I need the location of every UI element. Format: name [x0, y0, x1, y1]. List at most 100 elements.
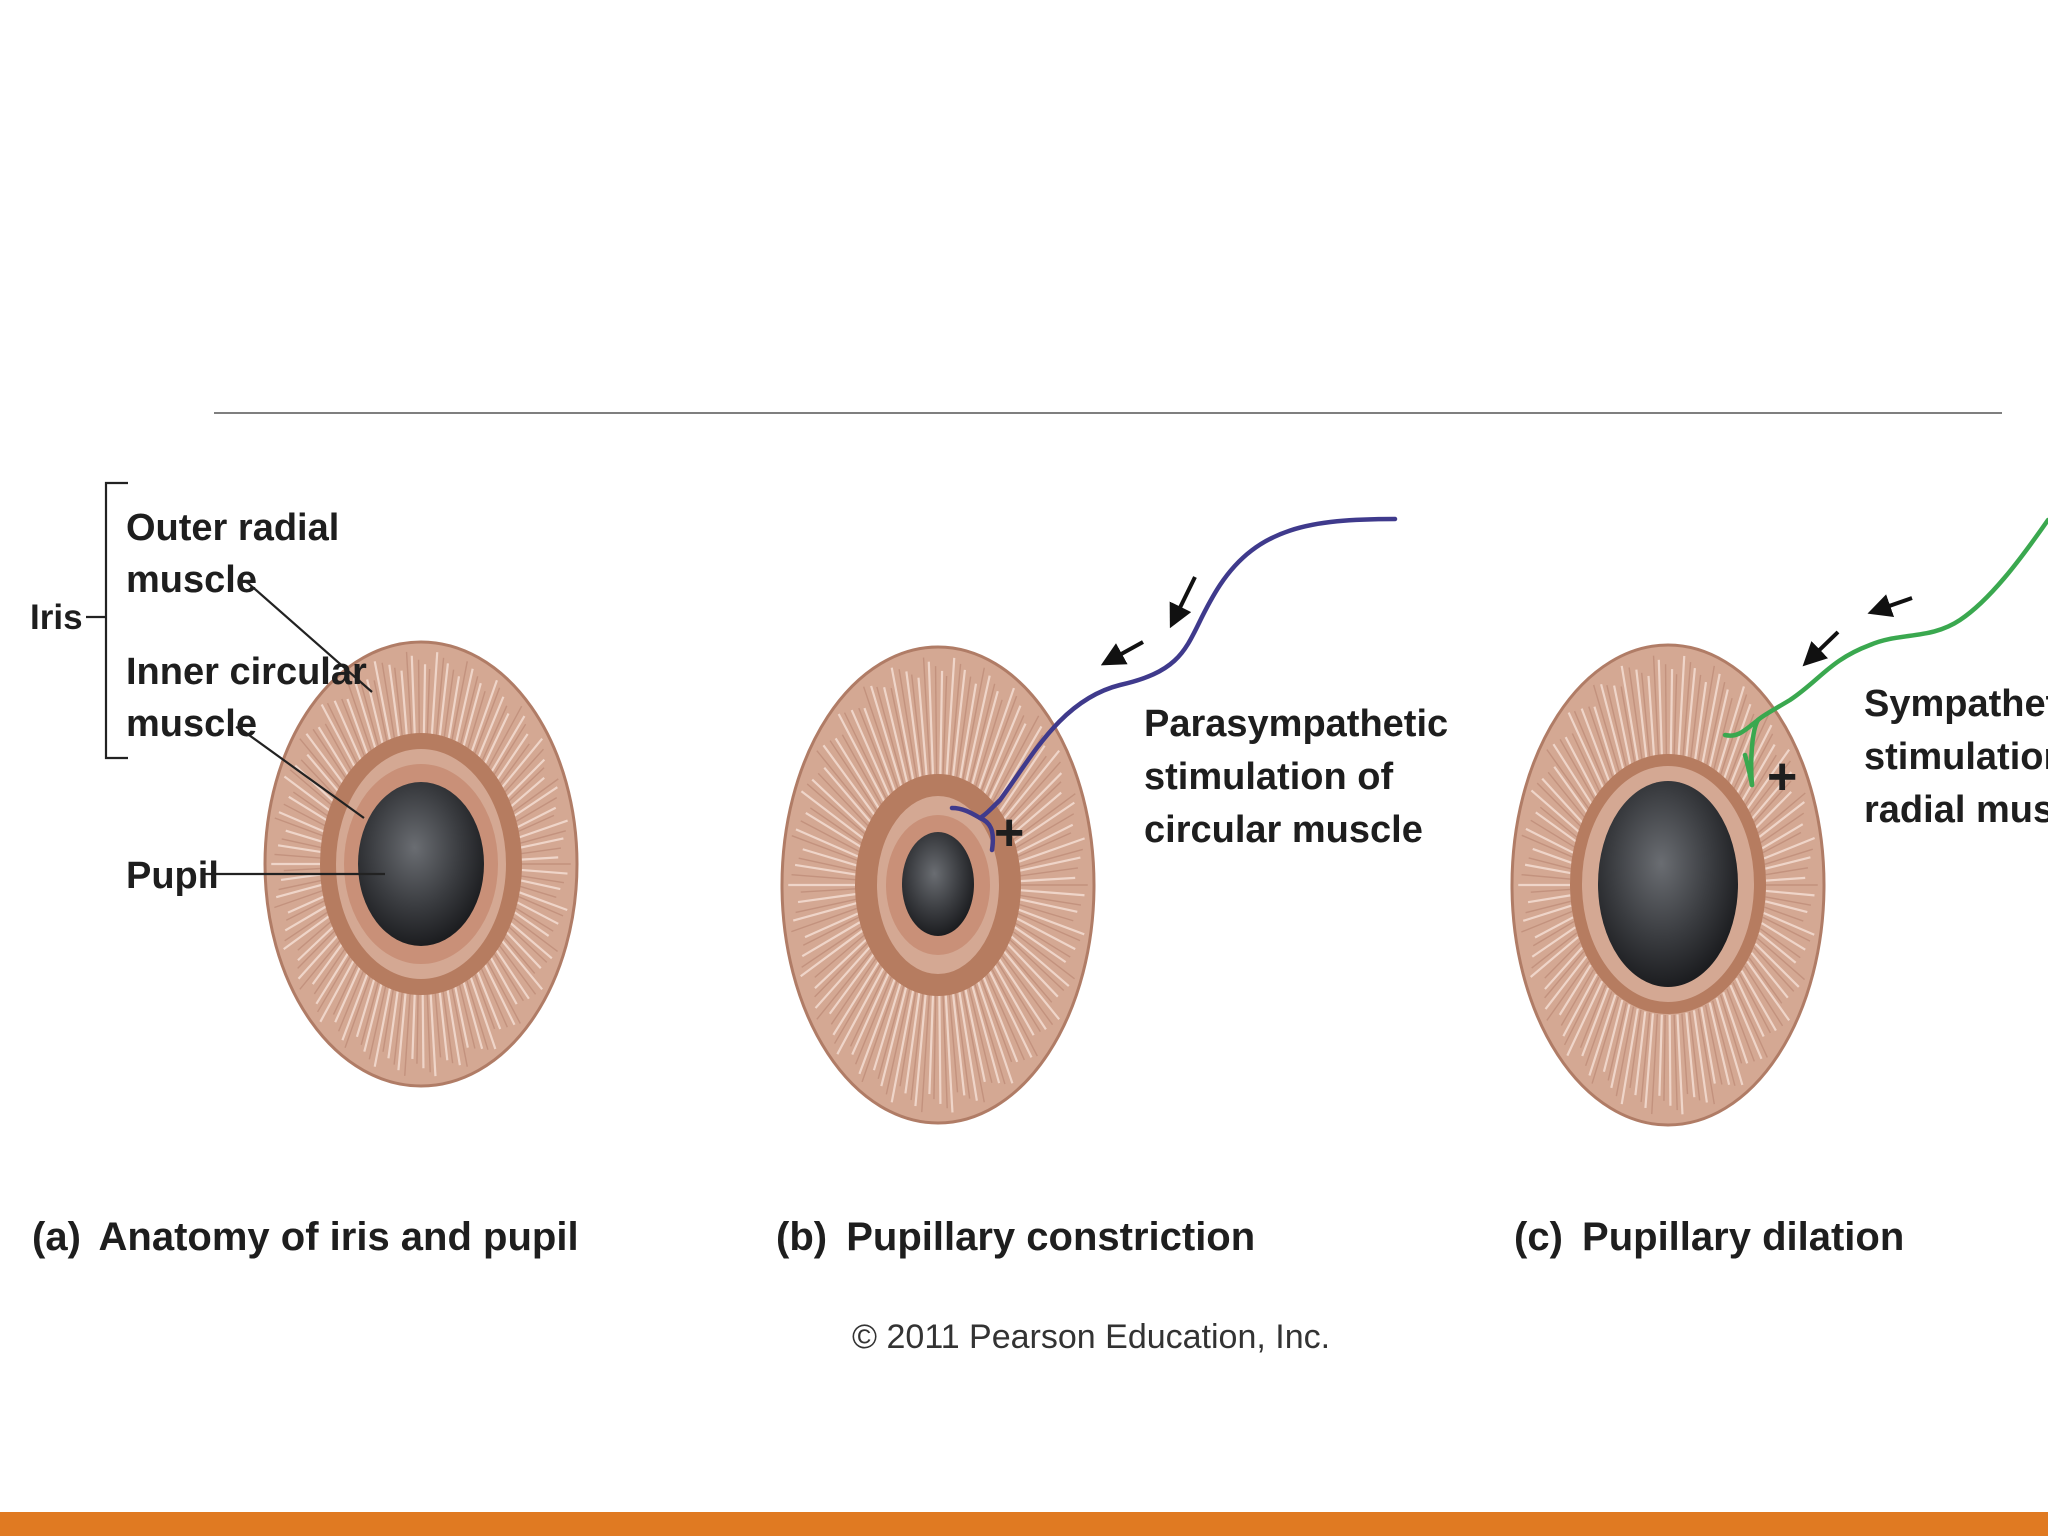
eye-a-circular-ring [320, 733, 522, 995]
radial-fiber [1673, 674, 1678, 756]
radial-fiber [933, 994, 937, 1100]
radial-fiber [1743, 965, 1784, 1027]
radial-fiber [829, 740, 879, 813]
radial-fiber [823, 766, 873, 825]
radial-fiber [1762, 831, 1802, 854]
radial-fiber [1579, 984, 1607, 1048]
radial-fiber [809, 807, 865, 846]
radial-fiber [511, 916, 558, 953]
radial-fiber [1528, 857, 1571, 870]
radial-fiber [1529, 936, 1579, 978]
radial-fiber [518, 891, 568, 912]
radial-fiber [1014, 823, 1074, 856]
radial-fiber [1658, 1014, 1663, 1096]
eye-b-radial-fibers [788, 657, 1088, 1113]
radial-fiber [274, 889, 324, 909]
radial-fiber [851, 971, 891, 1056]
radial-fiber [1017, 897, 1078, 913]
radial-fiber [297, 920, 332, 951]
radial-fiber [977, 687, 1015, 791]
radial-fiber [509, 921, 553, 960]
radial-fiber [1620, 665, 1639, 762]
radial-fiber [830, 956, 878, 1025]
radial-fiber [858, 707, 894, 795]
caption-a-letter: (a) [32, 1215, 81, 1259]
radial-fiber [489, 956, 518, 1005]
radial-fiber [516, 901, 559, 925]
radial-fiber [1534, 916, 1574, 939]
radial-fiber [962, 989, 985, 1103]
radial-fiber [858, 977, 897, 1075]
radial-fiber [951, 992, 966, 1096]
parasympathetic-label-line2: stimulation of [1144, 756, 1393, 798]
radial-fiber [487, 705, 523, 769]
radial-fiber [306, 753, 339, 792]
radial-fiber [320, 703, 356, 768]
radial-fiber [964, 988, 986, 1083]
radial-fiber [814, 944, 873, 1009]
outer-radial-label-line2: muscle [126, 559, 257, 601]
sympathetic-label-line2: stimulation of [1864, 736, 2048, 778]
radial-fiber [794, 863, 859, 877]
radial-fiber [955, 676, 972, 779]
radial-fiber [1007, 937, 1065, 991]
radial-fiber [1600, 683, 1625, 770]
radial-fiber [274, 853, 322, 859]
radial-fiber [1764, 856, 1811, 870]
radial-fiber [393, 991, 403, 1065]
radial-fiber [791, 874, 859, 881]
radial-fiber [332, 963, 358, 1015]
radial-fiber [299, 738, 341, 789]
radial-fiber [514, 907, 554, 932]
radial-fiber [1546, 749, 1590, 809]
radial-fiber [854, 974, 893, 1065]
radial-fiber [1685, 1012, 1696, 1098]
radial-fiber [337, 970, 365, 1032]
radial-fiber [997, 745, 1046, 815]
radial-fiber [999, 953, 1054, 1026]
radial-fiber [410, 655, 416, 735]
radial-fiber [797, 892, 859, 904]
radial-fiber [1521, 910, 1573, 933]
radial-fiber [292, 791, 329, 817]
radial-fiber [1719, 994, 1743, 1064]
radial-fiber [802, 848, 860, 868]
radial-fiber [1759, 928, 1801, 959]
radial-fiber [1761, 922, 1806, 951]
radial-fiber [501, 738, 544, 789]
radial-fiber [974, 699, 1003, 788]
radial-fiber [910, 674, 924, 778]
leader-inner-circular [235, 726, 365, 819]
radial-fiber [363, 983, 383, 1052]
radial-fiber [442, 990, 454, 1064]
radial-fiber [1763, 912, 1815, 936]
leader-lines [205, 580, 385, 876]
radial-fiber [944, 994, 954, 1113]
radial-fiber [319, 959, 355, 1023]
radial-fiber [278, 879, 322, 891]
radial-fiber [1010, 929, 1075, 980]
radial-fiber [876, 686, 905, 786]
arrow-icon [1867, 594, 1913, 617]
radial-fiber [1544, 946, 1583, 990]
radial-fiber [360, 981, 380, 1045]
radial-fiber [443, 669, 455, 738]
radial-fiber [1741, 743, 1776, 801]
parasympathetic-label-line1: Parasympathetic [1144, 703, 1448, 745]
radial-fiber [791, 906, 860, 933]
radial-fiber [1744, 754, 1777, 806]
radial-fiber [885, 987, 911, 1095]
radial-fiber [958, 990, 978, 1101]
radial-fiber [1552, 743, 1593, 805]
radial-fiber [1751, 771, 1793, 820]
radial-fiber [393, 667, 403, 737]
radial-fiber [1701, 673, 1721, 764]
radial-fiber [832, 959, 881, 1036]
radial-fiber [914, 993, 927, 1107]
radial-fiber [1017, 894, 1082, 906]
radial-fiber [973, 982, 1006, 1085]
radial-fiber [1544, 941, 1581, 979]
radial-fiber [1615, 1006, 1635, 1097]
radial-fiber [285, 829, 323, 843]
radial-fiber [992, 963, 1035, 1036]
